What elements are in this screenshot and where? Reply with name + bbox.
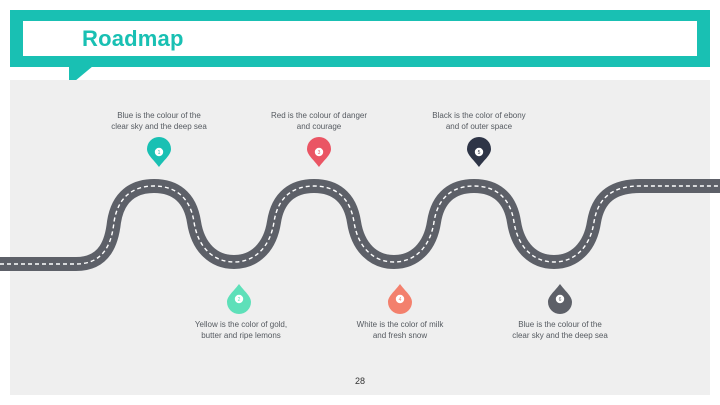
milestone-2-pin[interactable]: 2 xyxy=(227,284,251,314)
milestone-1-text-line2: clear sky and the deep sea xyxy=(111,122,207,131)
milestone-3-caption: Red is the colour of danger and courage xyxy=(244,110,394,132)
milestone-4-text-line1: White is the color of milk xyxy=(356,320,444,329)
milestone-2-text-line1: Yellow is the color of gold, xyxy=(194,320,288,329)
milestone-5-caption: Black is the color of ebony and of outer… xyxy=(404,110,554,132)
page-number: 28 xyxy=(354,376,365,386)
milestone-1-number: 1 xyxy=(158,150,161,156)
title-banner: Roadmap xyxy=(10,10,710,67)
pin-dot xyxy=(395,294,405,304)
milestone-3-text-line1: Red is the colour of danger xyxy=(270,111,368,120)
milestone-6-text-line1: Blue is the colour of the xyxy=(518,320,602,329)
pin-dot xyxy=(555,294,565,304)
pin-dot xyxy=(234,294,244,304)
pin-dot xyxy=(314,147,324,157)
title-box: Roadmap xyxy=(23,21,697,56)
milestone-2-number: 2 xyxy=(238,297,241,303)
milestone-2-text-line2: butter and ripe lemons xyxy=(201,331,281,340)
milestone-3-number: 3 xyxy=(318,150,321,156)
milestone-5-text-line2: and of outer space xyxy=(445,122,513,131)
road-center-line xyxy=(0,185,720,265)
milestone-1-text-line1: Blue is the colour of the xyxy=(117,111,201,120)
milestone-2-caption: Yellow is the color of gold, butter and … xyxy=(166,319,316,341)
pin-dot xyxy=(474,147,484,157)
pin-dot xyxy=(154,147,164,157)
milestone-4-pin[interactable]: 4 xyxy=(388,284,412,314)
road xyxy=(0,179,720,271)
milestone-3-text-line2: and courage xyxy=(296,122,342,131)
milestone-3-pin[interactable]: 3 xyxy=(307,137,331,167)
milestone-5-number: 5 xyxy=(478,150,481,156)
milestone-1-pin[interactable]: 1 xyxy=(147,137,171,167)
milestone-4-text-line2: and fresh snow xyxy=(372,331,428,340)
milestone-5-pin[interactable]: 5 xyxy=(467,137,491,167)
milestone-1-caption: Blue is the colour of the clear sky and … xyxy=(84,110,234,132)
milestone-4-number: 4 xyxy=(399,297,402,303)
milestone-4-caption: White is the color of milk and fresh sno… xyxy=(325,319,475,341)
milestone-6-pin[interactable]: 6 xyxy=(548,284,572,314)
milestone-6-caption: Blue is the colour of the clear sky and … xyxy=(485,319,635,341)
milestone-6-text-line2: clear sky and the deep sea xyxy=(512,331,608,340)
milestone-5-text-line1: Black is the color of ebony xyxy=(432,111,526,120)
slide-title: Roadmap xyxy=(82,26,184,51)
milestone-6-number: 6 xyxy=(559,297,562,303)
